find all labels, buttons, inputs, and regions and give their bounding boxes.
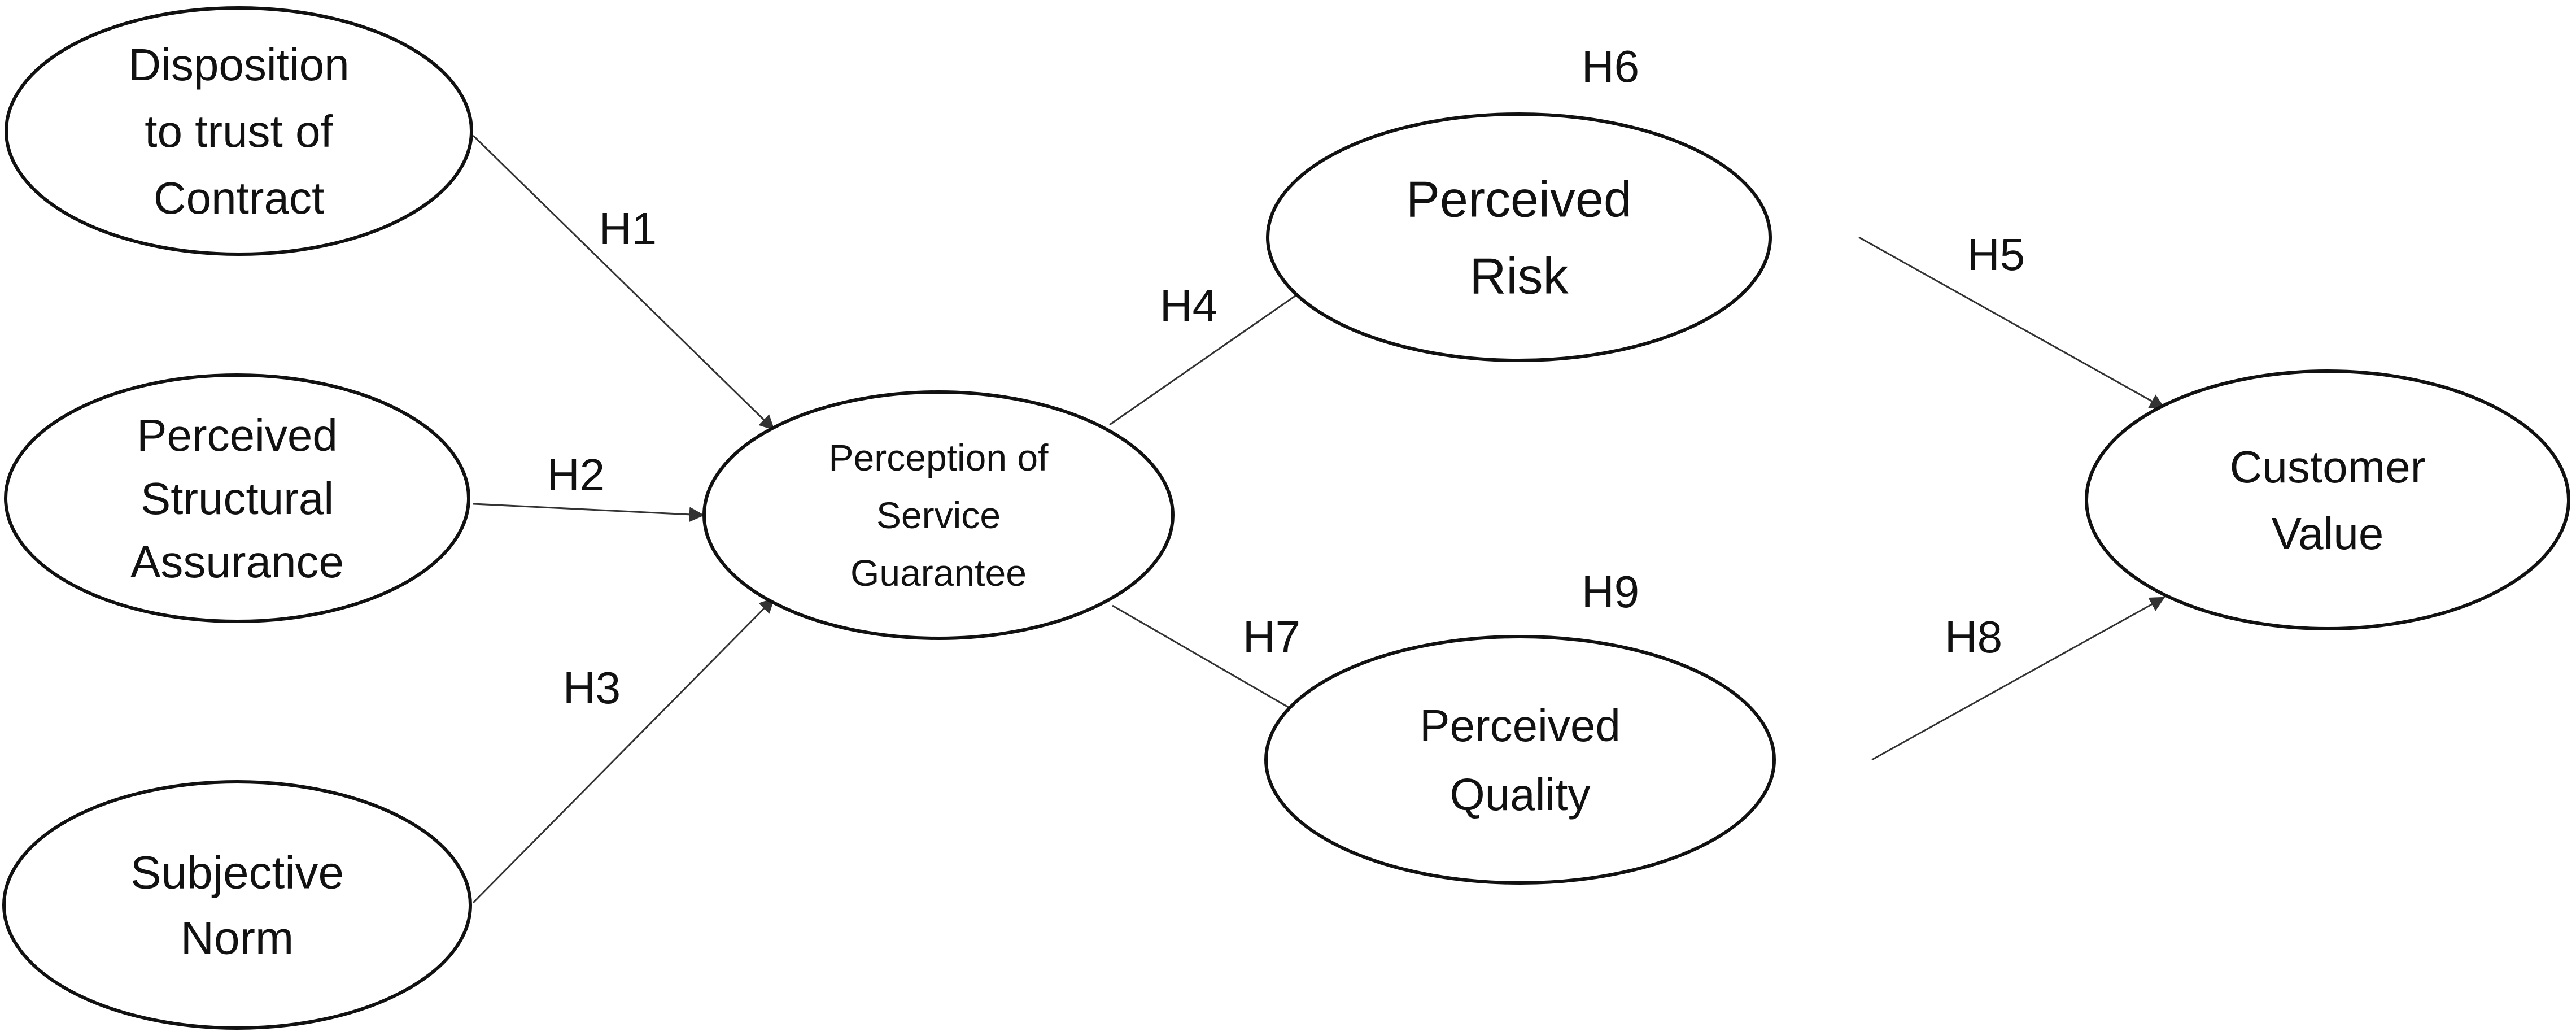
node-label-line: Quality — [1450, 769, 1591, 820]
node-label-line: Perception of — [829, 437, 1049, 478]
node-label-line: Subjective — [130, 847, 344, 899]
hypothesis-label-h1: H1 — [599, 203, 657, 254]
node-label-line: Structural — [141, 473, 334, 524]
edge-subjective-to-guarantee — [472, 598, 775, 904]
node-label-line: Risk — [1470, 249, 1569, 305]
node-label-line: Assurance — [130, 537, 344, 587]
node-label-line: to trust of — [145, 106, 333, 156]
hypothesis-label-h4: H4 — [1160, 280, 1217, 330]
node-label-line: Norm — [181, 913, 294, 964]
node-label-line: Perceived — [137, 410, 338, 460]
hypothesis-label-h6: H6 — [1582, 41, 1639, 92]
hypothesis-label-h9: H9 — [1582, 567, 1639, 617]
hypothesis-label-h3: H3 — [563, 663, 621, 713]
node-disposition-to-trust: Disposition to trust of Contract — [5, 6, 473, 256]
edge-risk-to-value — [1858, 236, 2165, 409]
node-label-line: Contract — [154, 173, 324, 223]
node-label-line: Disposition — [128, 40, 349, 90]
hypothesis-label-h7: H7 — [1243, 612, 1300, 662]
node-label-line: Perceived — [1420, 700, 1621, 751]
hypothesis-label-h5: H5 — [1967, 229, 2025, 280]
node-disposition-label: Disposition to trust of Contract — [128, 40, 349, 223]
node-label-line: Perceived — [1406, 172, 1632, 228]
edge-disposition-to-guarantee — [472, 134, 775, 430]
node-label-line: Guarantee — [850, 552, 1027, 594]
hypothesis-label-h8: H8 — [1945, 612, 2002, 662]
edge-structural-to-guarantee — [473, 503, 705, 523]
node-label-line: Service — [876, 494, 1001, 536]
node-label-line: Customer — [2230, 442, 2426, 492]
edge-quality-to-value — [1871, 597, 2165, 761]
node-label-line: Value — [2272, 508, 2384, 559]
hypothesis-label-h2: H2 — [547, 450, 605, 500]
